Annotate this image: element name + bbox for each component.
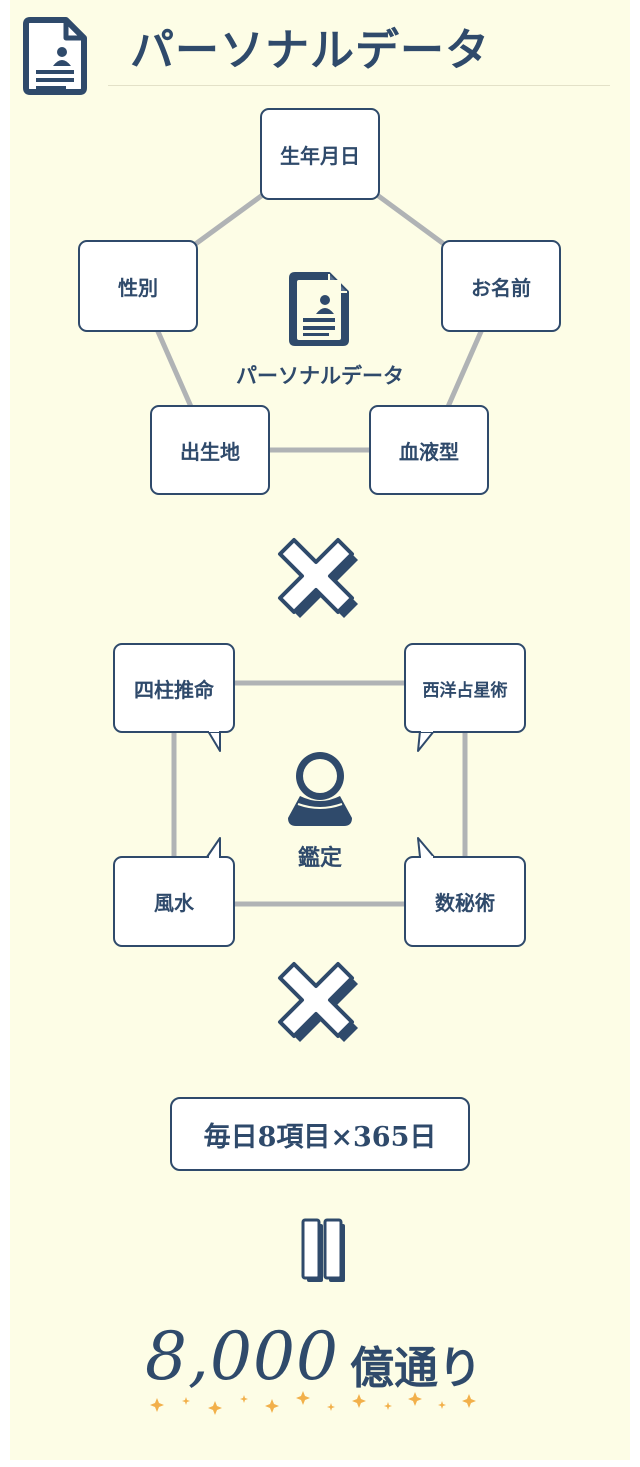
method-western-astrology: 西洋占星術 — [404, 643, 526, 733]
page-title: パーソナルデータ — [130, 25, 490, 76]
method-shichusuimei: 四柱推命 — [113, 643, 235, 733]
method-fengshui: 風水 — [113, 856, 235, 947]
document-user-icon — [289, 272, 349, 346]
result-number: 8,000 — [145, 1318, 339, 1395]
document-user-icon — [23, 17, 87, 95]
formula-box: 毎日8項目×365日 — [170, 1097, 470, 1171]
personal-item-birthplace: 出生地 — [150, 405, 270, 495]
personal-item-birthdate: 生年月日 — [260, 108, 380, 200]
sparkle-icon — [150, 1391, 476, 1415]
title-divider — [108, 85, 610, 86]
multiply-icon — [278, 538, 358, 618]
method-center-label: 鑑定 — [297, 845, 342, 871]
equals-icon — [301, 1218, 345, 1282]
result-text: 億通り — [350, 1343, 482, 1394]
personal-item-blood-type: 血液型 — [369, 405, 489, 495]
crystal-ball-icon — [288, 752, 352, 826]
personal-item-gender: 性別 — [78, 240, 198, 332]
multiply-icon — [278, 962, 358, 1042]
personal-item-name: お名前 — [441, 240, 561, 332]
method-numerology: 数秘術 — [404, 856, 526, 947]
personal-data-center-label: パーソナルデータ — [236, 363, 404, 388]
